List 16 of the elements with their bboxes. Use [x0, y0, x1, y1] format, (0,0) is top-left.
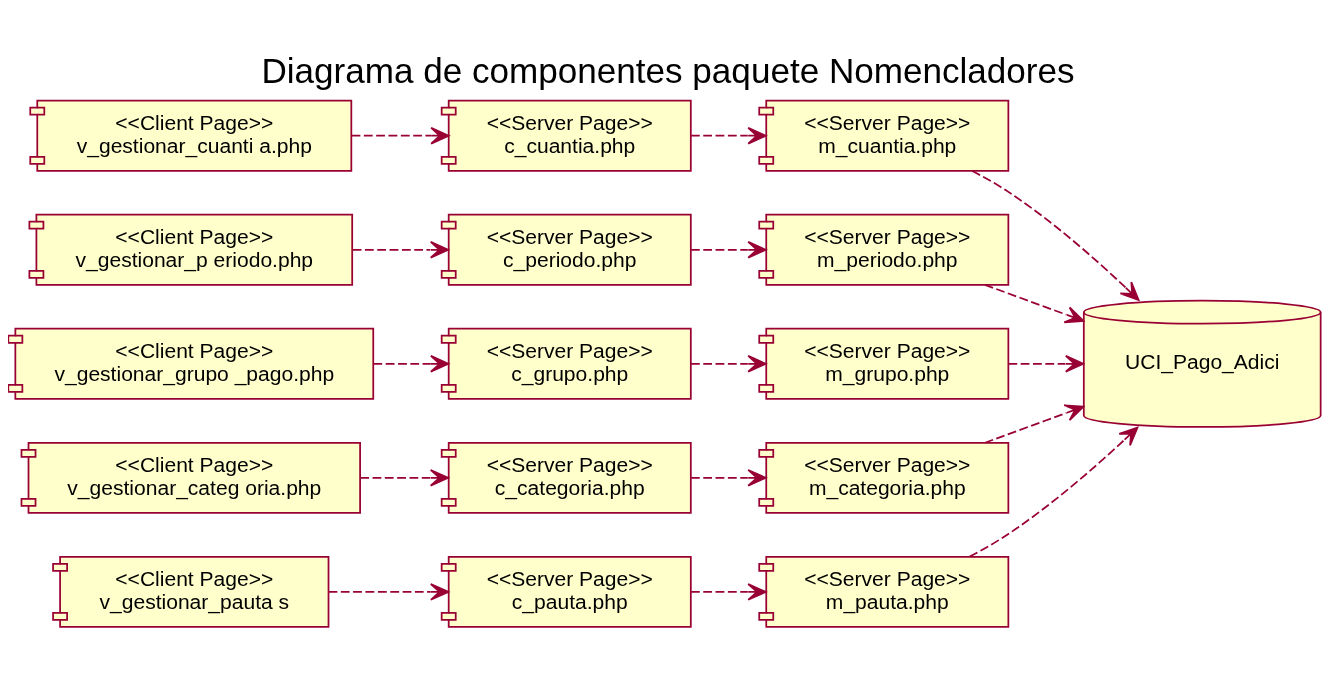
diagram-title: Diagrama de componentes paquete Nomencladores [261, 50, 1075, 90]
arrow [690, 582, 767, 601]
arrow [327, 582, 450, 601]
arrow [690, 240, 767, 259]
arrow [690, 354, 767, 373]
arrow [971, 169, 1140, 301]
arrow [690, 126, 767, 144]
arrow [968, 426, 1139, 557]
arrow [351, 240, 450, 259]
arrow [690, 468, 767, 487]
arrow [359, 468, 450, 487]
arrow [372, 354, 450, 373]
arrow [984, 403, 1085, 444]
arrow [984, 283, 1085, 323]
arrow [350, 126, 450, 144]
arrow [1007, 354, 1085, 373]
